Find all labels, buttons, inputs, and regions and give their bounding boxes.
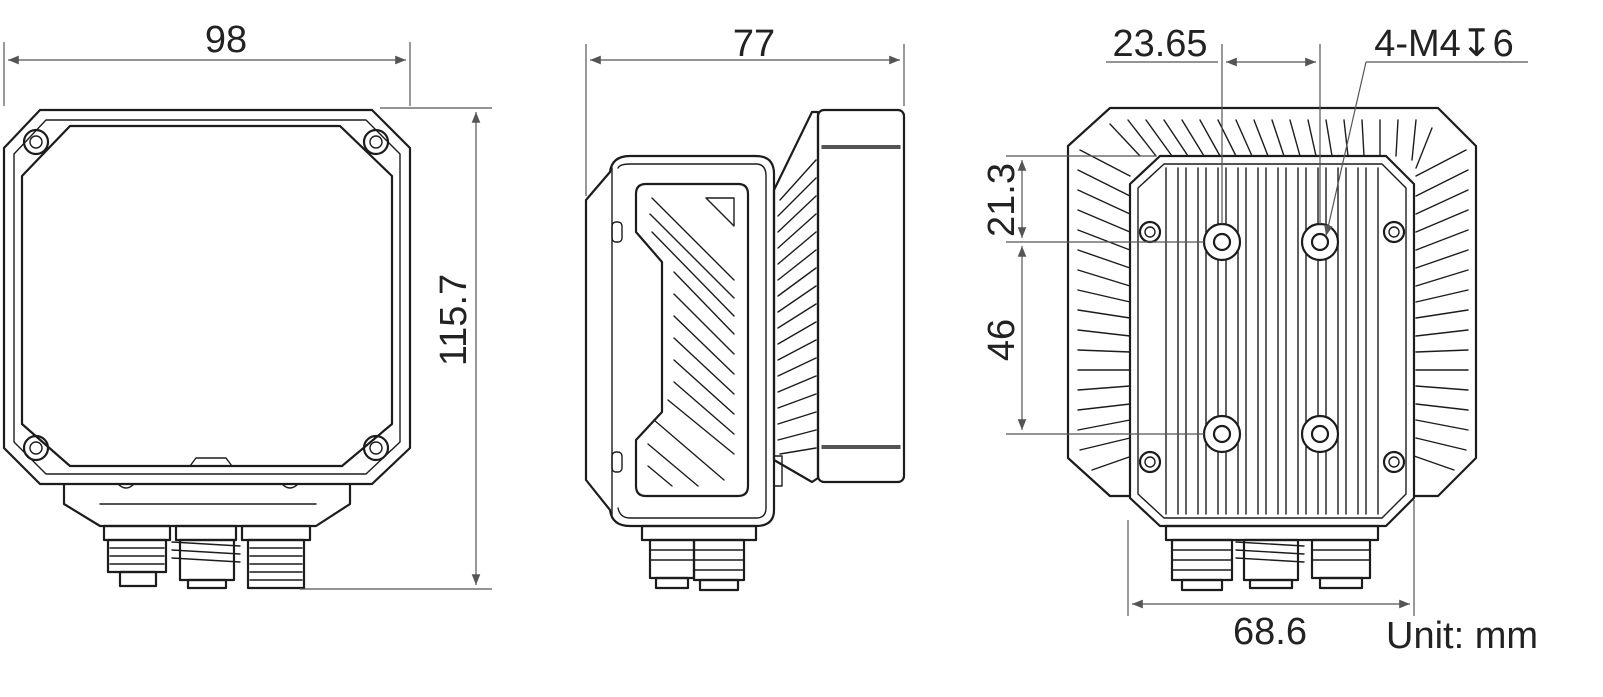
unit-label: Unit: mm: [1386, 615, 1538, 657]
thread-callout: 4-M4↧6: [1374, 23, 1514, 65]
back-view: 23.65 4-M4↧6 21.3 46 68.6: [981, 23, 1528, 653]
front-view: 98 115.7: [2, 19, 492, 590]
screw-icon: [1138, 220, 1162, 244]
front-width-dimension: 98: [205, 19, 247, 61]
m4-hole-icon: [1300, 222, 1340, 262]
side-fins: [777, 159, 817, 455]
side-depth-dimension: 77: [733, 23, 775, 65]
screw-icon: [362, 434, 390, 462]
screw-icon: [1382, 220, 1406, 244]
connector-icon: [1170, 538, 1234, 592]
m4-hole-icon: [1202, 414, 1242, 454]
front-height-dimension: 115.7: [433, 274, 475, 366]
connector-icon: [171, 524, 241, 590]
connector-icon: [1235, 538, 1305, 590]
m4-hole-icon: [1202, 222, 1242, 262]
m4-hole-icon: [1300, 414, 1340, 454]
screw-icon: [22, 128, 50, 156]
side-grill-slots: [647, 197, 735, 487]
connector-icon: [1310, 538, 1372, 590]
screw-icon: [1138, 450, 1162, 474]
side-view: 77: [584, 23, 906, 592]
connector-icon: [692, 538, 746, 592]
horizontal-spacing-dimension: 68.6: [1233, 611, 1307, 653]
screw-icon: [22, 434, 50, 462]
connector-icon: [240, 524, 312, 590]
screw-icon: [362, 128, 390, 156]
connector-icon: [102, 524, 172, 588]
vertical-ribs: [1165, 167, 1379, 515]
hole-spacing-dimension: 23.65: [1112, 23, 1207, 65]
radial-fins: [1077, 119, 1469, 471]
top-offset-dimension: 21.3: [981, 163, 1023, 237]
vertical-spacing-dimension: 46: [981, 319, 1023, 361]
screw-icon: [1382, 450, 1406, 474]
connector-icon: [648, 538, 696, 590]
